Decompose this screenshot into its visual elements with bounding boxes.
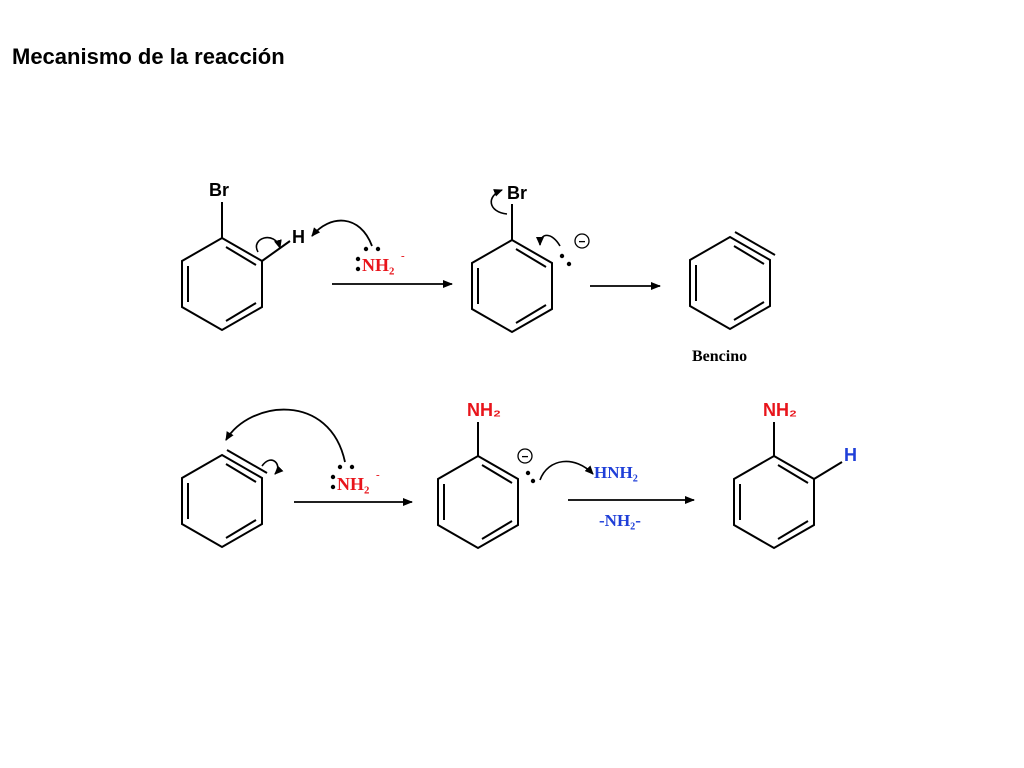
curved-arrow-to-hnh2 [539, 460, 594, 481]
hydrogen-label: H [292, 227, 305, 247]
amino-substituent-label-2: NH₂ [763, 400, 797, 420]
carbanion-lone-pair-dots [559, 253, 572, 267]
amide-reagent-label: NH₂ [362, 255, 394, 275]
negative-charge-label-2: − [521, 450, 528, 464]
curved-arrow-triple-bond [261, 459, 284, 475]
carbanion-lone-pair-dots-2 [525, 470, 536, 484]
bromobenzene-molecule [181, 202, 291, 332]
bromine-label-2: Br [507, 183, 527, 203]
aminophenyl-anion-molecule [437, 422, 519, 550]
amide-charge-label: - [401, 250, 405, 262]
curved-arrow-c-h-bond [255, 236, 282, 253]
curved-arrow-lone-pair-to-ring [536, 234, 561, 247]
ammonia-label: HNH₂ [594, 463, 638, 482]
hydrogen-label-2: H [844, 445, 857, 465]
amino-substituent-label: NH₂ [467, 400, 501, 420]
curved-arrow-br-leaving [490, 189, 508, 215]
negative-charge-circle-2: − [517, 448, 533, 464]
page-title: Mecanismo de la reacción [12, 44, 285, 69]
benzyne-label: Bencino [692, 348, 747, 365]
amide-reagent-label-2: NH₂ [337, 474, 369, 494]
negative-charge-circle: − [574, 233, 590, 249]
bromine-label: Br [209, 180, 229, 200]
amide-charge-label-2: - [376, 469, 380, 481]
benzyne-molecule-2 [181, 449, 268, 549]
amide-byproduct-label: -NH₂- [599, 511, 641, 530]
curved-arrow-nh2-to-benzyne [225, 408, 346, 463]
amide-lone-pair-dots-2 [330, 464, 355, 490]
amide-lone-pair-dots [355, 246, 381, 272]
aniline-molecule [733, 422, 843, 550]
aryl-anion-molecule [471, 204, 553, 334]
curved-arrow-nh2-to-h [311, 219, 373, 247]
benzyne-molecule [689, 231, 776, 331]
negative-charge-label: − [578, 235, 585, 249]
